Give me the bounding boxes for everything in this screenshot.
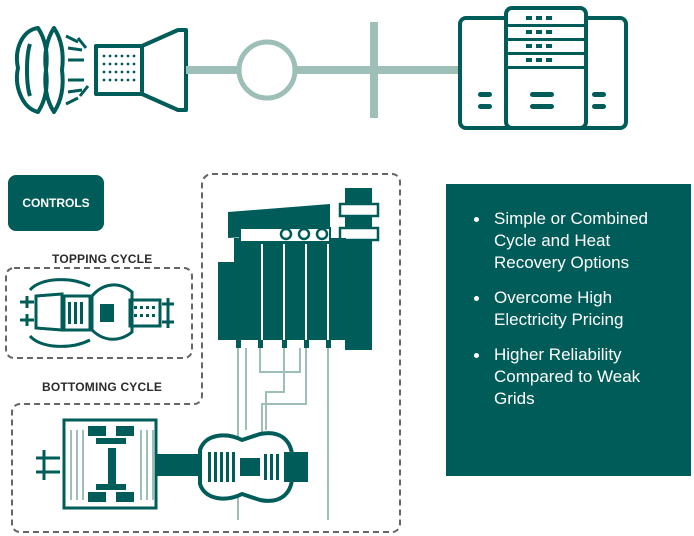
topping-cycle-label: TOPPING CYCLE <box>52 252 153 266</box>
generator-icon <box>236 39 298 101</box>
topping-cycle-boundary <box>5 267 193 359</box>
data-center-details <box>478 16 606 109</box>
controls-label: CONTROLS <box>22 196 90 210</box>
benefit-item: Higher Reliability Compared to Weak Grid… <box>474 344 673 410</box>
gas-turbine-icon <box>15 26 188 114</box>
power-line-icon <box>186 22 460 118</box>
benefit-item: Simple or Combined Cycle and Heat Recove… <box>474 208 673 274</box>
turbine-perforations <box>102 54 136 82</box>
topping-turbine-icon <box>20 278 174 348</box>
benefit-item: Overcome High Electricity Pricing <box>474 287 673 331</box>
benefits-list: Simple or Combined Cycle and Heat Recove… <box>474 208 673 410</box>
steam-turbine-icon <box>198 431 308 503</box>
controls-box: CONTROLS <box>8 175 104 231</box>
bottoming-cycle-boundary <box>11 173 401 533</box>
topping-turbine-fill <box>68 302 155 324</box>
benefits-panel: Simple or Combined Cycle and Heat Recove… <box>446 184 691 476</box>
heat-recovery-boiler-icon <box>218 188 380 350</box>
bottoming-generator-icon <box>36 418 202 510</box>
bottoming-cycle-label: BOTTOMING CYCLE <box>42 380 163 394</box>
